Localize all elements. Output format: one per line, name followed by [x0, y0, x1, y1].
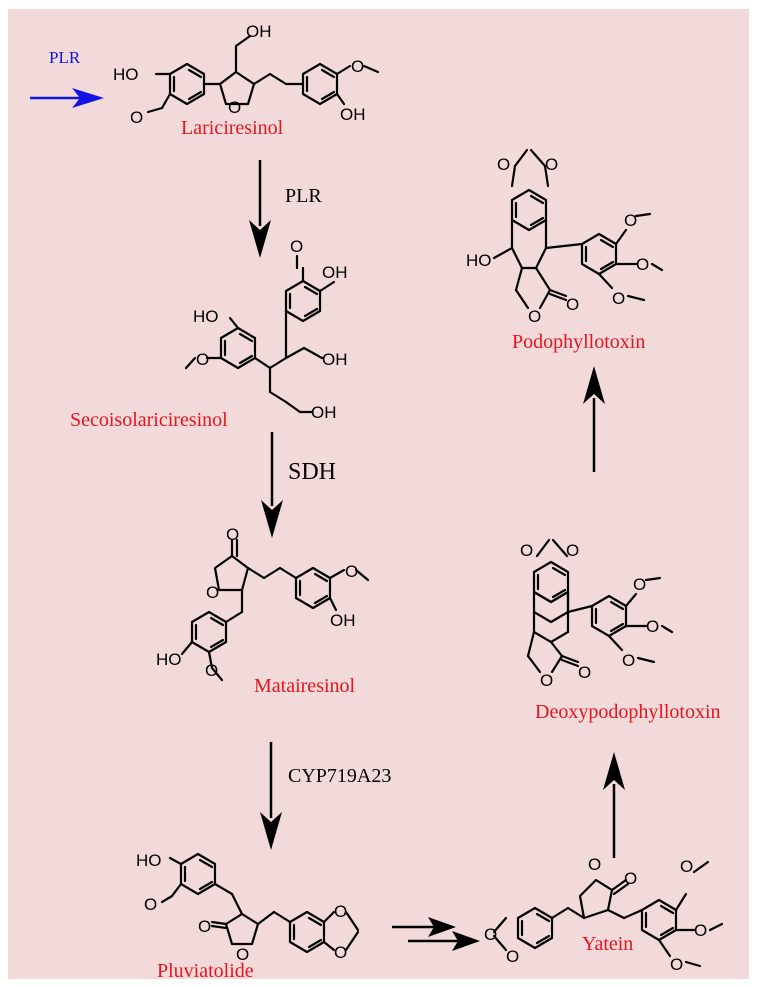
secoisolariciresinol-label: Secoisolariciresinol — [70, 409, 228, 431]
pluviatolide-hydroxyl: HO — [136, 851, 162, 870]
yatein-dioxole-oxygen-top: O — [484, 925, 497, 944]
yatein-dioxole-oxygen-bottom: O — [506, 947, 519, 966]
secoisolariciresinol-hydroxyl-lower: OH — [311, 403, 337, 422]
matairesinol-ring-oxygen: O — [206, 583, 219, 602]
arrow-matairesinol-to-pluviatolide — [260, 742, 282, 850]
pluviatolide-methoxy: O — [144, 895, 157, 914]
matairesinol-label: Matairesinol — [254, 675, 356, 697]
pluviatolide-label: Pluviatolide — [157, 960, 254, 982]
deoxypodophyllotoxin-methoxy-top: O — [633, 575, 646, 594]
podophyllotoxin-methoxy-bottom: O — [612, 289, 625, 308]
lariciresinol-hydroxyl-right: OH — [340, 105, 366, 124]
yatein-methoxy-top: O — [680, 857, 693, 876]
lariciresinol-ring-oxygen: O — [228, 98, 241, 117]
yatein-structure — [492, 860, 724, 968]
legend-label: PLR — [49, 48, 81, 67]
deoxypodophyllotoxin-methoxy-middle: O — [646, 617, 659, 636]
yatein-methoxy-bottom: O — [670, 955, 683, 974]
matairesinol-hydroxyl-left: HO — [156, 650, 182, 669]
yatein-label: Yatein — [582, 933, 633, 955]
lariciresinol-hydroxyl-left: HO — [113, 65, 139, 84]
podophyllotoxin-structure — [492, 148, 664, 310]
legend-arrow — [30, 88, 104, 108]
podophyllotoxin-label: Podophyllotoxin — [512, 331, 645, 353]
lariciresinol-structure — [146, 34, 380, 114]
podophyllotoxin-carbonyl-oxygen: O — [566, 295, 579, 314]
deoxypodophyllotoxin-dioxole-oxygen-right: O — [566, 541, 579, 560]
deoxypodophyllotoxin-structure — [526, 538, 674, 674]
pluviatolide-structure — [160, 852, 360, 954]
enzyme-sdh-label: SDH — [288, 459, 336, 485]
deoxypodophyllotoxin-label: Deoxypodophyllotoxin — [535, 701, 721, 723]
secoisolariciresinol-hydroxyl-left: HO — [193, 307, 219, 326]
arrow-secoisolariciresinol-to-matairesinol — [261, 432, 283, 538]
pluviatolide-carbonyl-oxygen: O — [198, 917, 211, 936]
podophyllotoxin-ring-oxygen: O — [528, 307, 541, 326]
secoisolariciresinol-structure — [184, 254, 336, 414]
lariciresinol-label: Lariciresinol — [181, 117, 284, 139]
secoisolariciresinol-hydroxyl-upper: OH — [322, 350, 348, 369]
podophyllotoxin-dioxole-oxygen-right: O — [545, 155, 558, 174]
lariciresinol-methoxy-left: O — [130, 108, 143, 127]
yatein-methoxy-middle: O — [694, 921, 707, 940]
diagram-background — [8, 9, 749, 979]
deoxypodophyllotoxin-dioxole-oxygen-left: O — [520, 541, 533, 560]
matairesinol-hydroxyl-right: OH — [330, 611, 356, 630]
matairesinol-methoxy-left: O — [205, 661, 218, 680]
pluviatolide-dioxole-oxygen-bottom: O — [334, 943, 347, 962]
podophyllotoxin-dioxole-oxygen-left: O — [497, 155, 510, 174]
podophyllotoxin-hydroxyl: HO — [466, 251, 492, 270]
matairesinol-methoxy-right: O — [345, 562, 358, 581]
yatein-ring-oxygen: O — [588, 855, 601, 874]
yatein-carbonyl-oxygen: O — [624, 869, 637, 888]
pluviatolide-dioxole-oxygen-top: O — [334, 902, 347, 921]
deoxypodophyllotoxin-carbonyl-oxygen: O — [578, 663, 591, 682]
podophyllotoxin-methoxy-middle: O — [636, 255, 649, 274]
secoisolariciresinol-methoxy-left: O — [196, 350, 209, 369]
secoisolariciresinol-hydroxyl-top: OH — [322, 263, 348, 282]
arrow-deoxypodophyllotoxin-to-podophyllotoxin — [583, 366, 605, 472]
arrow-yatein-to-deoxypodophyllotoxin — [603, 752, 625, 858]
arrow-pluviatolide-to-yatein — [392, 917, 480, 951]
enzyme-plr-label: PLR — [285, 185, 322, 207]
lariciresinol-methoxy-right: O — [351, 57, 364, 76]
pluviatolide-ring-oxygen: O — [236, 945, 249, 964]
enzyme-cyp719a23-label: CYP719A23 — [288, 765, 391, 787]
secoisolariciresinol-methoxy-top: O — [290, 237, 303, 256]
arrow-lariciresinol-to-secoisolariciresinol — [249, 160, 271, 258]
deoxypodophyllotoxin-ring-oxygen: O — [540, 671, 553, 690]
matairesinol-structure — [180, 538, 370, 682]
deoxypodophyllotoxin-methoxy-bottom: O — [622, 651, 635, 670]
podophyllotoxin-methoxy-top: O — [624, 211, 637, 230]
matairesinol-carbonyl-oxygen: O — [226, 525, 239, 544]
lariciresinol-hydroxyl-top: OH — [246, 22, 272, 41]
